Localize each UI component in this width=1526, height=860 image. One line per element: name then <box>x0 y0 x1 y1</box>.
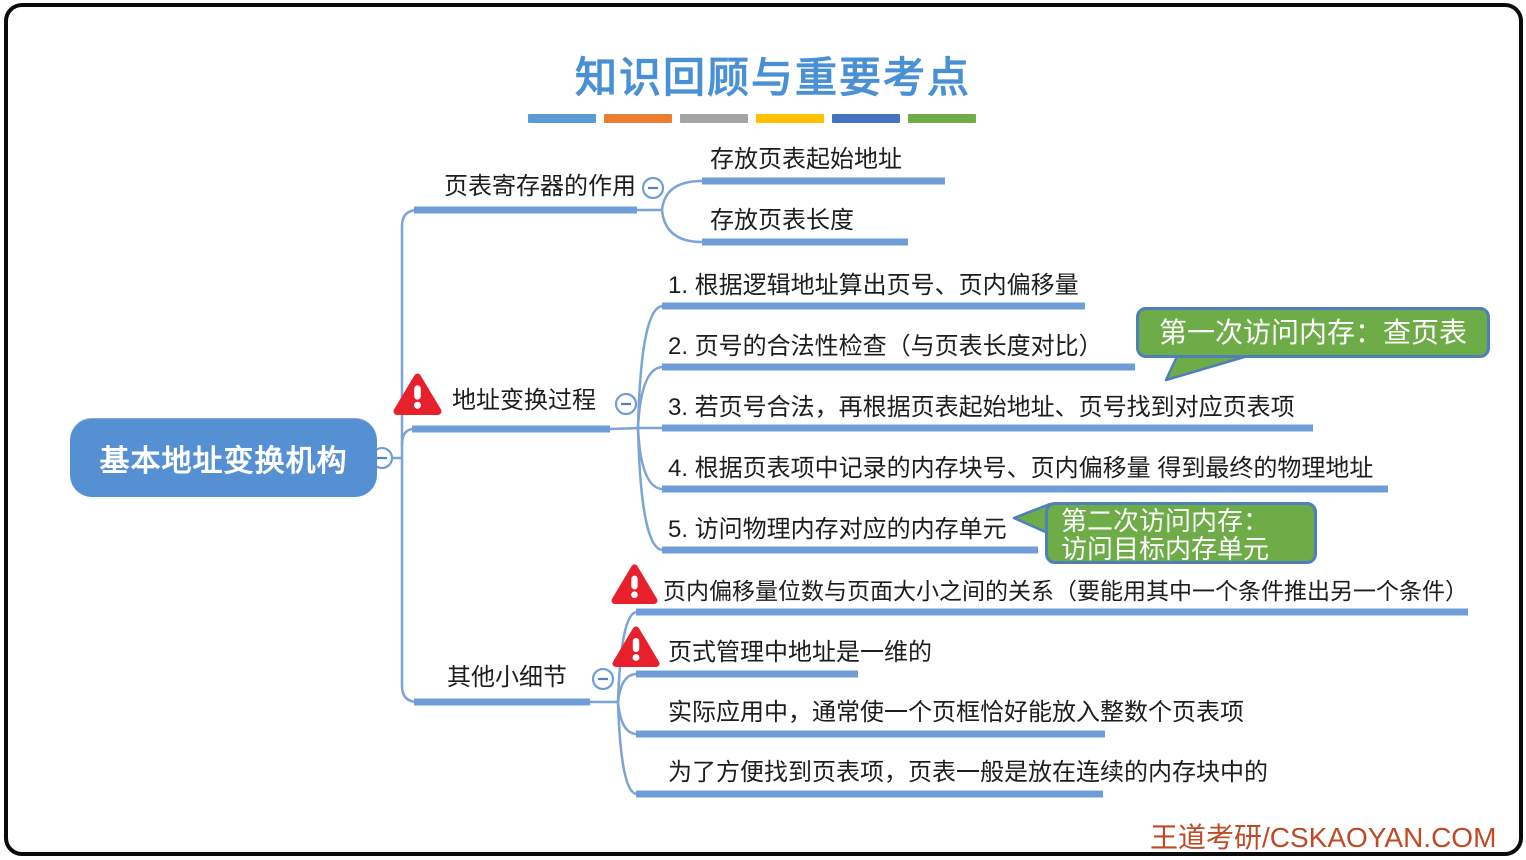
topic-store-start-address[interactable]: 存放页表起始地址 <box>710 146 902 173</box>
branch3-item2-curve <box>616 672 639 704</box>
topic-step1[interactable]: 1. 根据逻辑地址算出页号、页内偏移量 <box>668 272 1079 299</box>
legend-bar <box>604 114 672 123</box>
branch2-step1-curve <box>636 304 665 430</box>
topic-frame-fits-entries[interactable]: 实际应用中，通常使一个页框恰好能放入整数个页表项 <box>668 699 1244 726</box>
legend-bar <box>756 114 824 123</box>
branch2-fan-link <box>608 426 640 431</box>
legend-bar <box>680 114 748 123</box>
topic-contiguous-page-table[interactable]: 为了方便找到页表项，页表一般是放在连续的内存块中的 <box>668 759 1268 786</box>
page-title: 知识回顾与重要考点 <box>574 53 972 102</box>
legend-bar <box>832 114 900 123</box>
topic-step4[interactable]: 4. 根据页表项中记录的内存块号、页内偏移量 得到最终的物理地址 <box>668 455 1374 482</box>
topic-store-length[interactable]: 存放页表长度 <box>710 207 854 234</box>
legend-bars <box>528 114 976 123</box>
branch3-item3-curve <box>616 700 639 736</box>
trunk-line <box>400 208 420 704</box>
collapse-toggle-branch1[interactable] <box>641 176 665 200</box>
callout-line2: 访问目标内存单元 <box>1061 535 1270 565</box>
branch1-child2-curve <box>660 208 704 244</box>
warning-icon <box>393 373 442 415</box>
branch1-child1-curve <box>660 179 704 212</box>
collapse-toggle-branch3[interactable] <box>591 667 615 691</box>
branch3-item4-curve <box>616 700 639 796</box>
callout-line1: 第二次访问内存： <box>1061 507 1270 537</box>
legend-bar <box>528 114 596 123</box>
topic-step2[interactable]: 2. 页号的合法性检查（与页表长度对比） <box>668 333 1103 360</box>
topic-page-table-register[interactable]: 页表寄存器的作用 <box>444 173 636 200</box>
legend-bar <box>908 114 976 123</box>
topic-step3[interactable]: 3. 若页号合法，再根据页表起始地址、页号找到对应页表项 <box>668 394 1295 421</box>
topic-address-translation[interactable]: 地址变换过程 <box>452 387 596 414</box>
topic-one-dimensional-address[interactable]: 页式管理中地址是一维的 <box>668 639 932 666</box>
root-node[interactable]: 基本地址变换机构 <box>70 418 377 497</box>
branch2-step5-curve <box>636 426 665 552</box>
callout-first-memory-access[interactable]: 第一次访问内存：查页表 <box>1136 307 1490 358</box>
callout-second-memory-access[interactable]: 第二次访问内存： 访问目标内存单元 <box>1045 502 1317 564</box>
watermark: 王道考研/CSKAOYAN.COM <box>1150 822 1497 853</box>
warning-icon <box>612 626 660 667</box>
topic-offset-bits-relation[interactable]: 页内偏移量位数与页面大小之间的关系（要能用其中一个条件推出另一个条件） <box>663 578 1468 604</box>
branch2-step2-curve <box>636 365 665 430</box>
collapse-toggle-branch2[interactable] <box>614 392 638 416</box>
warning-icon <box>611 564 658 605</box>
branch3-item1-curve <box>616 610 639 704</box>
topic-other-details[interactable]: 其他小细节 <box>447 664 567 691</box>
topic-step5[interactable]: 5. 访问物理内存对应的内存单元 <box>668 516 1007 543</box>
